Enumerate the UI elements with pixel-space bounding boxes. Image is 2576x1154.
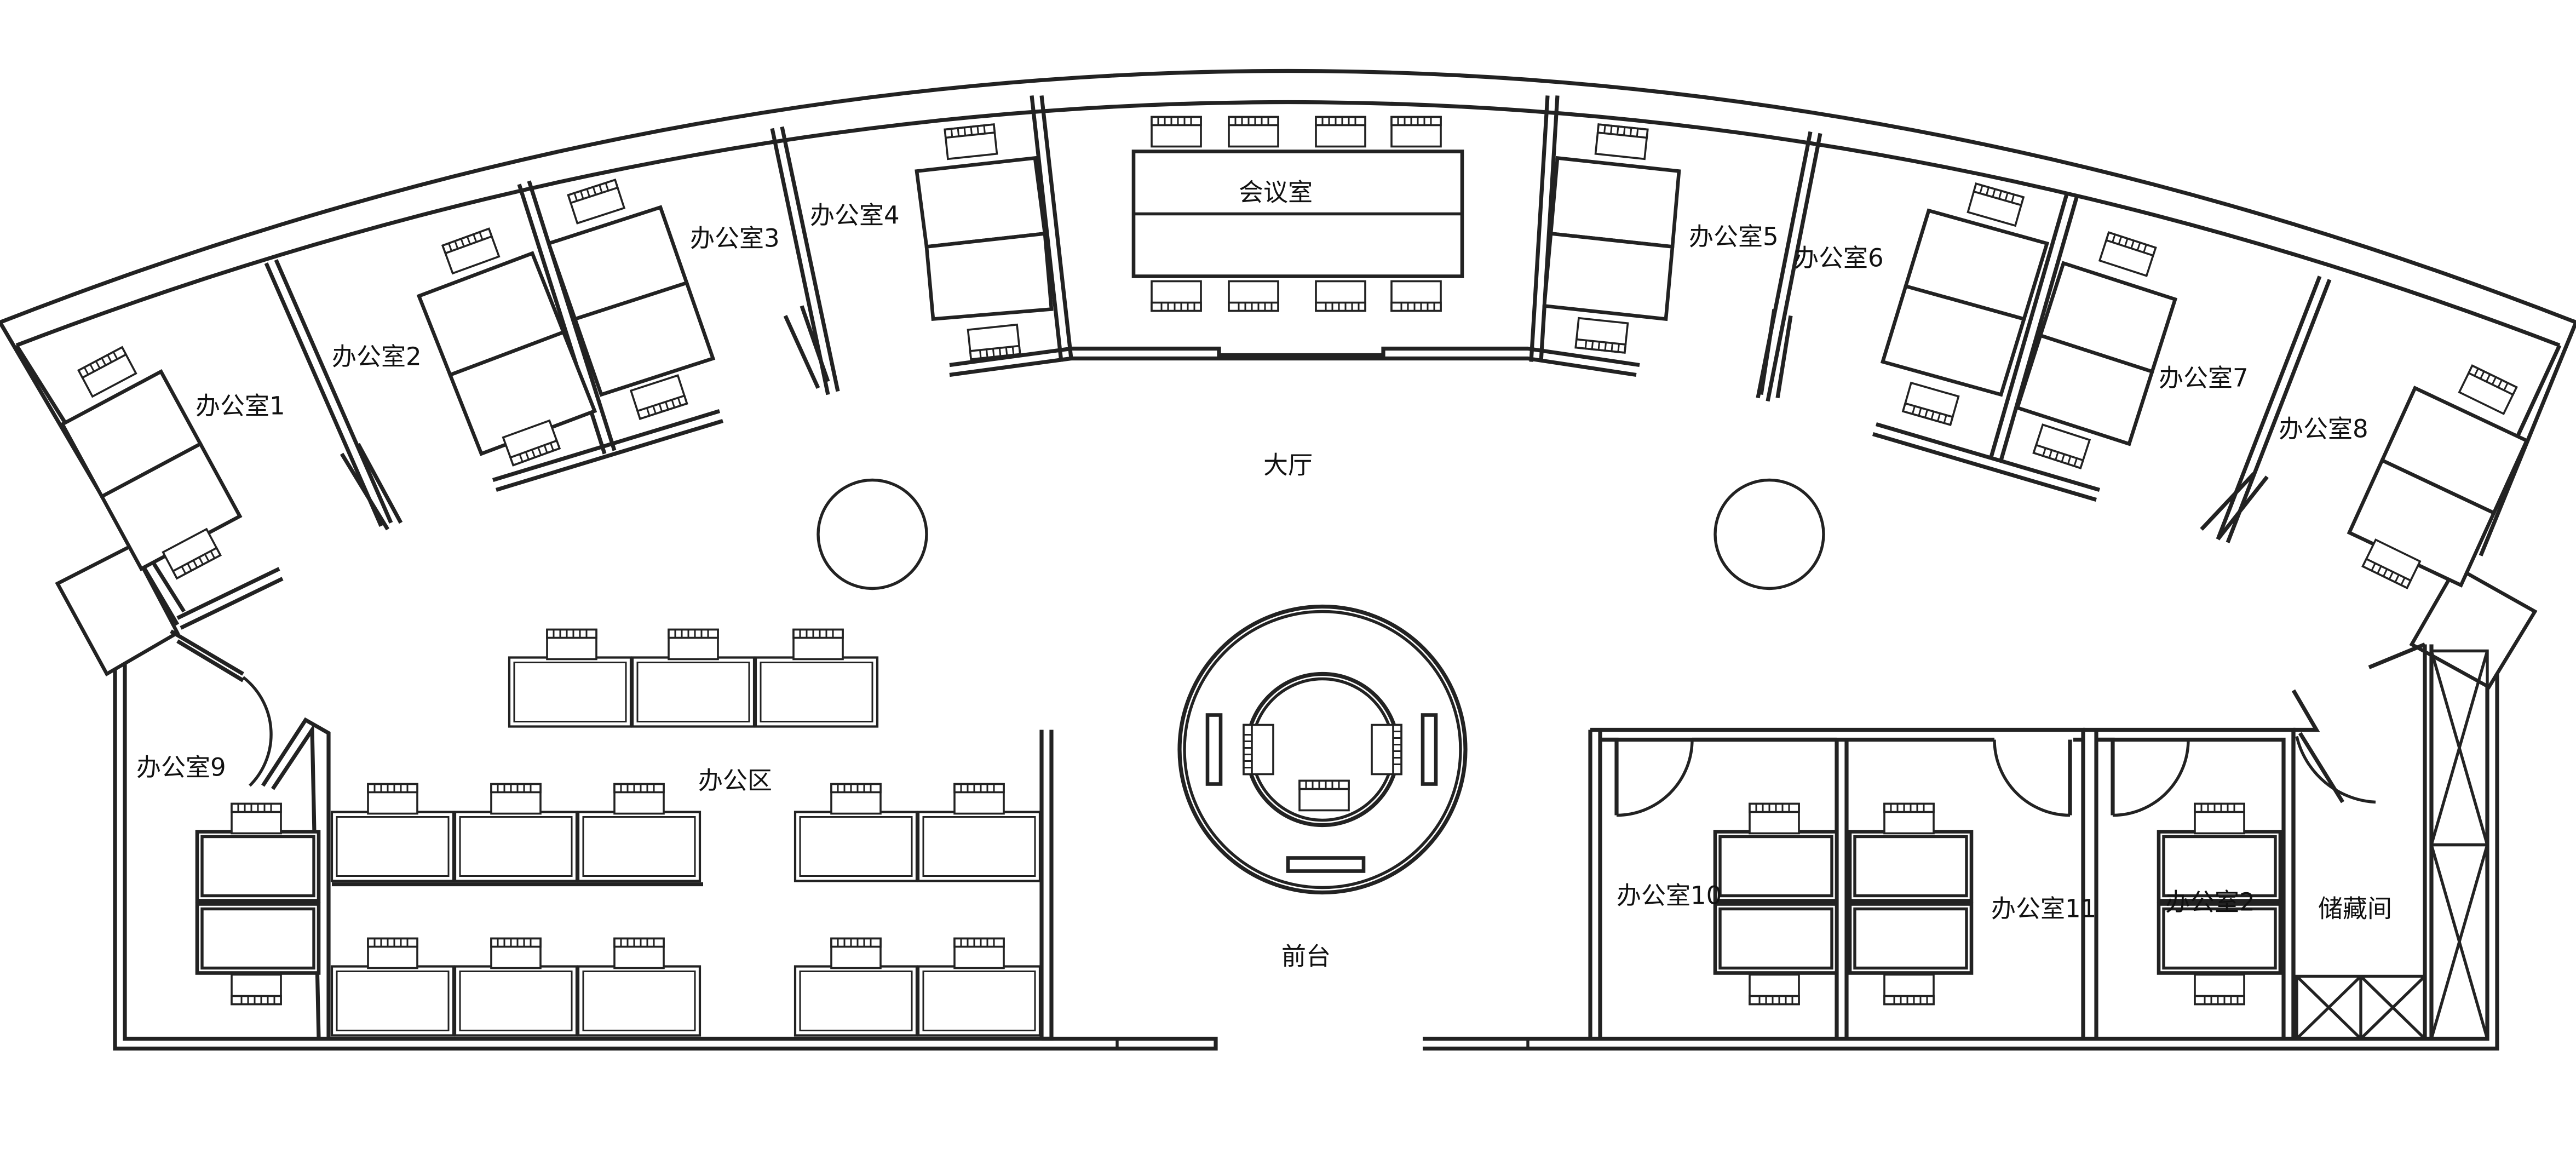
office6-furniture bbox=[1880, 182, 2050, 426]
hall-label: 大厅 bbox=[1263, 451, 1313, 480]
right-vestibule bbox=[2409, 565, 2538, 690]
storage-room bbox=[2291, 642, 2489, 1041]
office5-label: 办公室5 bbox=[1689, 222, 1779, 251]
office9-room bbox=[170, 629, 331, 1039]
office7-furniture bbox=[2015, 231, 2178, 469]
office2-top-label: 办公室2 bbox=[332, 342, 422, 371]
office2-top-furniture bbox=[416, 227, 597, 467]
office9-label: 办公室9 bbox=[136, 753, 226, 782]
reception-desk bbox=[1177, 604, 1468, 895]
partition-walls bbox=[176, 95, 2332, 630]
office2-bottom-label: 办公室2 bbox=[2165, 888, 2255, 917]
office10-label: 办公室10 bbox=[1617, 881, 1722, 910]
office5-furniture bbox=[1542, 123, 1681, 354]
meeting-room-label: 会议室 bbox=[1239, 178, 1313, 207]
office6-label: 办公室6 bbox=[1794, 244, 1884, 273]
office1-furniture bbox=[60, 346, 243, 579]
reception-label: 前台 bbox=[1281, 942, 1331, 971]
hall-column-left bbox=[817, 478, 928, 590]
office-area-desks bbox=[332, 628, 1054, 1041]
hall-column-right bbox=[1714, 478, 1825, 590]
office11-label: 办公室11 bbox=[1991, 894, 2096, 923]
office8-label: 办公室8 bbox=[2279, 415, 2368, 444]
meeting-room-furniture bbox=[1131, 116, 1464, 312]
left-vestibule bbox=[55, 543, 180, 677]
office3-label: 办公室3 bbox=[690, 224, 780, 253]
office4-furniture bbox=[915, 123, 1054, 360]
office8-furniture bbox=[2347, 364, 2529, 589]
office2-bottom-room bbox=[2083, 727, 2296, 1039]
storage-label: 储藏间 bbox=[2318, 894, 2392, 923]
office10-room bbox=[1588, 730, 1849, 1039]
office1-label: 办公室1 bbox=[196, 392, 285, 421]
office3-furniture bbox=[546, 179, 716, 420]
office-area-label: 办公区 bbox=[698, 766, 772, 795]
office7-label: 办公室7 bbox=[2159, 364, 2249, 393]
office4-label: 办公室4 bbox=[810, 201, 900, 230]
